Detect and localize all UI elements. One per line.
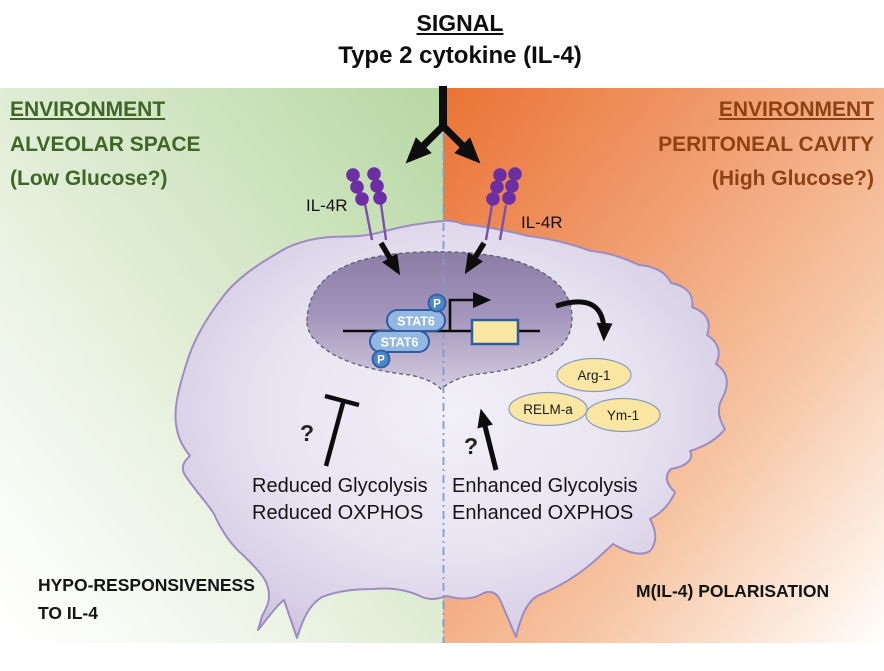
alveolar-environment-label: ENVIRONMENT ALVEOLAR SPACE (Low Glucose?… <box>10 93 201 197</box>
il4r-label-right: IL-4R <box>521 213 563 232</box>
signal-subheading: Type 2 cytokine (IL-4) <box>338 42 582 69</box>
transcription-start-arrow <box>448 291 492 330</box>
stat6-dimer: STAT6 STAT6 P P <box>369 293 447 369</box>
il4r-receptor-icon-right <box>484 167 522 241</box>
il4r-receptor-icon-left <box>346 167 388 241</box>
env-right-line2: (High Glucose?) <box>711 167 874 190</box>
phospho-lower-label: P <box>377 355 385 367</box>
arg1-label: Arg-1 <box>577 368 610 383</box>
outcome-left-line1: HYPO-RESPONSIVENESS <box>38 575 255 595</box>
stat6-lower-label: STAT6 <box>381 336 419 350</box>
product-arg1: Arg-1 <box>556 357 632 393</box>
signal-into-cell-arrow-right <box>464 241 487 275</box>
metabolic-left-block: Reduced Glycolysis Reduced OXPHOS <box>252 473 428 527</box>
env-right-line1: PERITONEAL CAVITY <box>658 132 874 156</box>
question-mark-left: ? <box>300 420 315 446</box>
question-mark-right: ? <box>464 433 479 459</box>
relma-label: RELM-a <box>523 402 573 417</box>
ym1-label: Ym-1 <box>607 408 639 423</box>
peritoneal-environment-label: ENVIRONMENT PERITONEAL CAVITY (High Gluc… <box>658 93 874 197</box>
env-left-line2: (Low Glucose?) <box>10 167 168 190</box>
metabolic-right-line1: Enhanced Glycolysis <box>452 475 638 497</box>
env-right-heading: ENVIRONMENT <box>718 98 874 121</box>
il4r-label-left: IL-4R <box>306 196 348 215</box>
signal-heading: SIGNAL <box>416 10 504 36</box>
env-left-line1: ALVEOLAR SPACE <box>10 132 201 156</box>
metabolic-left-line1: Reduced Glycolysis <box>252 475 428 497</box>
product-ym1: Ym-1 <box>585 397 661 433</box>
signal-title-block: SIGNAL Type 2 cytokine (IL-4) <box>260 7 660 71</box>
enhancement-up-arrow-icon <box>477 408 499 471</box>
phospho-icon-lower <box>371 349 391 369</box>
metabolic-left-line2: Reduced OXPHOS <box>252 502 424 524</box>
signal-branch-arrow-icon <box>405 86 481 164</box>
env-left-heading: ENVIRONMENT <box>10 98 166 121</box>
gene-box <box>470 318 520 346</box>
product-relma: RELM-a <box>508 391 588 427</box>
outcome-left-block: HYPO-RESPONSIVENESS TO IL-4 <box>38 571 255 627</box>
outcome-left-line2: TO IL-4 <box>38 603 98 623</box>
signal-into-cell-arrow-left <box>378 241 401 276</box>
stat6-upper-label: STAT6 <box>397 315 435 329</box>
metabolic-right-block: Enhanced Glycolysis Enhanced OXPHOS <box>452 473 638 527</box>
gene-expression-curved-arrow <box>555 299 613 342</box>
phospho-icon-upper <box>427 293 447 313</box>
phospho-upper-label: P <box>433 299 441 311</box>
inhibition-icon <box>323 393 360 467</box>
outcome-right-label: M(IL-4) POLARISATION <box>636 581 830 601</box>
metabolic-right-line2: Enhanced OXPHOS <box>452 502 634 524</box>
